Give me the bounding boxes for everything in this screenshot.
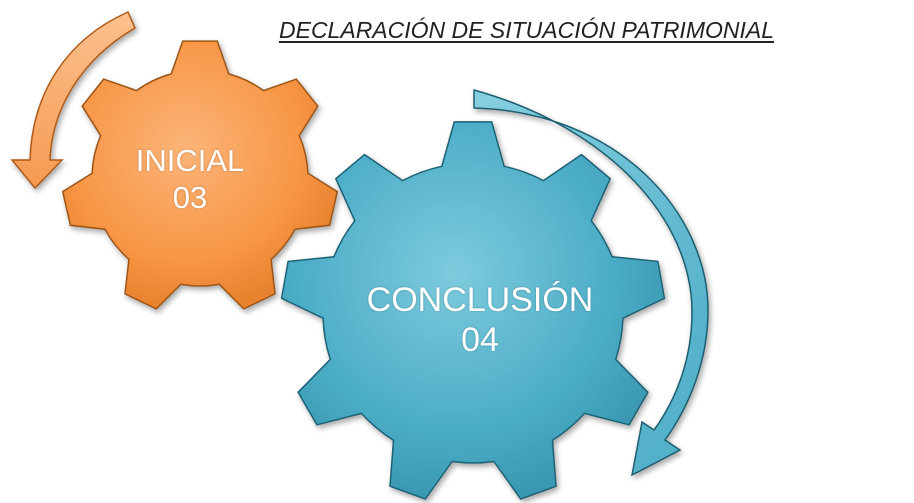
conclusion-cycle-arrow	[473, 89, 709, 477]
initial-gear	[61, 40, 339, 310]
conclusion-gear-label: CONCLUSIÓN 04	[340, 280, 620, 360]
page-title: DECLARACIÓN DE SITUACIÓN PATRIMONIAL	[279, 17, 774, 43]
conclusion-gear	[280, 121, 666, 500]
initial-gear-number: 03	[172, 179, 208, 215]
initial-cycle-arrow	[10, 11, 136, 190]
conclusion-gear-number: 04	[461, 321, 499, 360]
initial-gear-title: INICIAL	[135, 143, 245, 178]
conclusion-gear-title: CONCLUSIÓN	[366, 281, 594, 319]
initial-gear-label: INICIAL 03	[120, 143, 260, 216]
